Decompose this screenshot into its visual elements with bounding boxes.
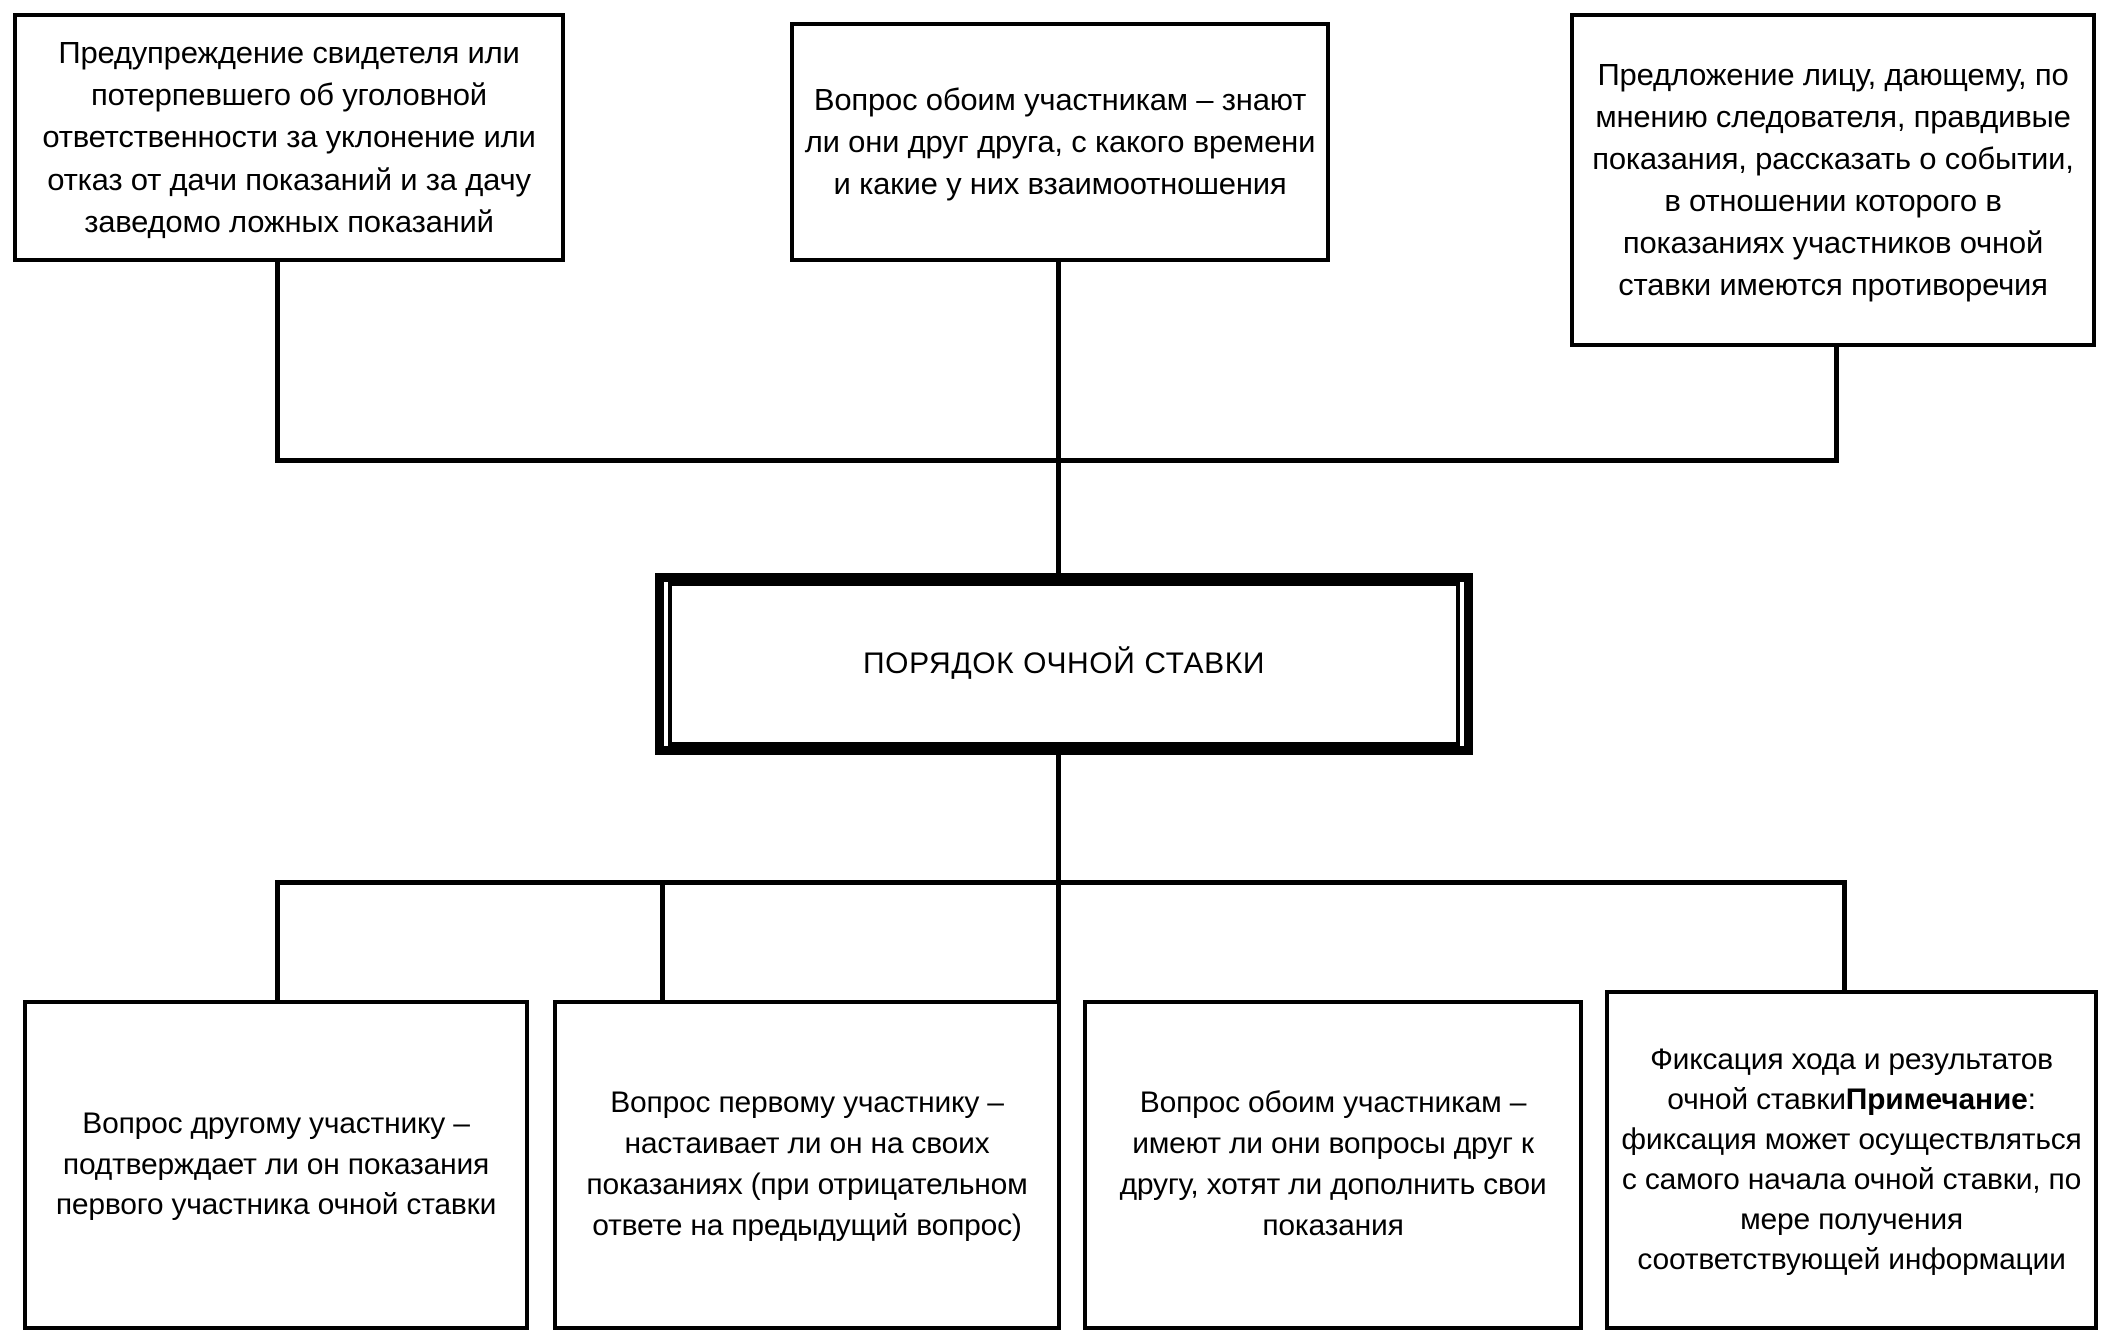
note-label: Примечание bbox=[1845, 1083, 2028, 1117]
node-question-mutual-questions: Вопрос обоим участникам – имеют ли они в… bbox=[1083, 1000, 1583, 1330]
node-text: Вопрос первому участнику – настаивает ли… bbox=[586, 1086, 1028, 1242]
node-text: Предложение лицу, дающему, по мнению сле… bbox=[1592, 56, 2074, 303]
node-text: Вопрос обоим участникам – знают ли они д… bbox=[804, 81, 1316, 202]
connector-drop-bottom-3 bbox=[1056, 880, 1061, 1002]
node-question-acquaintance: Вопрос обоим участникам – знают ли они д… bbox=[790, 22, 1330, 262]
connector-bus-lower bbox=[275, 880, 1847, 885]
connector-drop-top-3 bbox=[1834, 347, 1839, 462]
node-fixation-of-process: Фиксация хода и результатов очной ставки… bbox=[1605, 990, 2098, 1330]
node-text: Предупреждение свидетеля или потерпевшег… bbox=[42, 35, 536, 239]
node-warning-of-liability: Предупреждение свидетеля или потерпевшег… bbox=[13, 13, 565, 262]
node-offer-to-tell-truth: Предложение лицу, дающему, по мнению сле… bbox=[1570, 13, 2096, 347]
connector-drop-bottom-1 bbox=[275, 880, 280, 1002]
connector-drop-bottom-4 bbox=[1842, 880, 1847, 992]
node-central-title: ПОРЯДОК ОЧНОЙ СТАВКИ bbox=[655, 573, 1473, 755]
connector-drop-top-1 bbox=[275, 262, 280, 462]
connector-drop-top-2 bbox=[1056, 262, 1061, 462]
node-question-first-participant: Вопрос первому участнику – настаивает ли… bbox=[553, 1000, 1061, 1330]
node-text: Вопрос другому участнику – подтверждает … bbox=[55, 1106, 497, 1222]
connector-drop-bottom-2 bbox=[660, 880, 665, 1002]
node-question-other-participant: Вопрос другому участнику – подтверждает … bbox=[23, 1000, 529, 1330]
fixation-line-1: Фиксация хода и результатов очной ставки bbox=[1650, 1043, 2053, 1117]
page-title: ПОРЯДОК ОЧНОЙ СТАВКИ bbox=[863, 647, 1265, 681]
node-text: Вопрос обоим участникам – имеют ли они в… bbox=[1119, 1086, 1547, 1242]
note-text: : фиксация может осуществляться с самого… bbox=[1621, 1083, 2082, 1276]
central-inner-frame: ПОРЯДОК ОЧНОЙ СТАВКИ bbox=[668, 582, 1460, 746]
node-text: Фиксация хода и результатов очной ставки… bbox=[1619, 1040, 2084, 1279]
connector-stem-to-central bbox=[1056, 458, 1061, 576]
connector-stem-from-central bbox=[1056, 755, 1061, 885]
